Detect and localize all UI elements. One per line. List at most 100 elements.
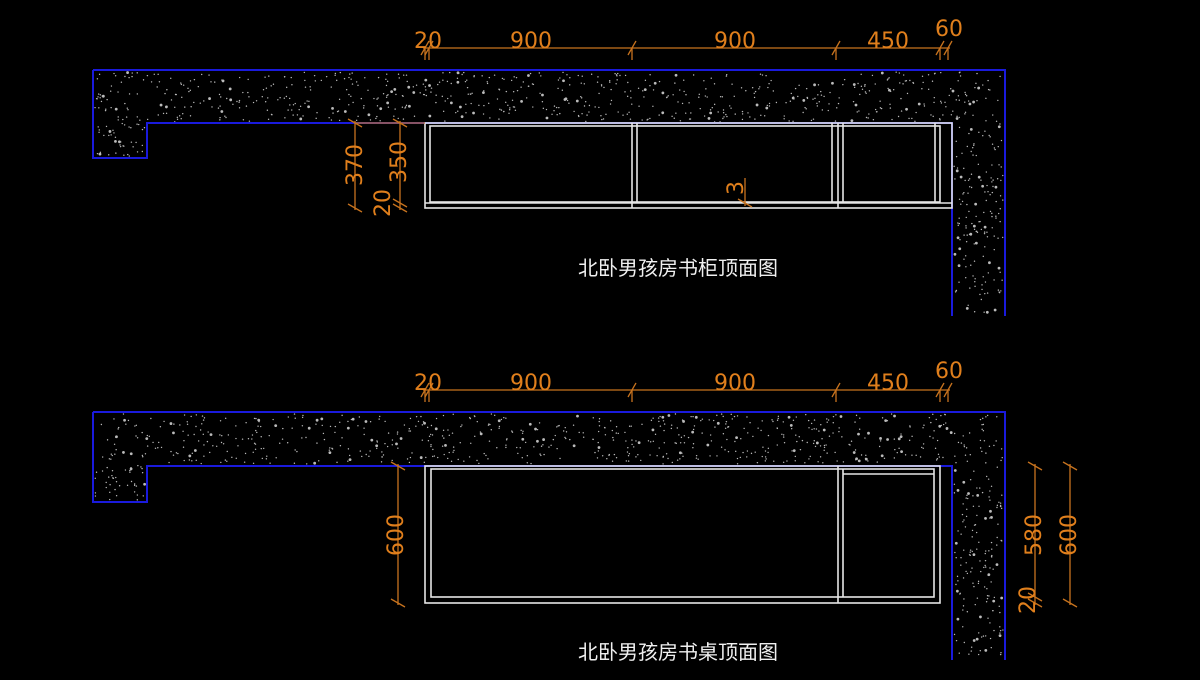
hatch-dot (305, 436, 307, 439)
hatch-dot (245, 422, 247, 424)
hatch-dot (135, 424, 138, 427)
hatch-dot (289, 104, 291, 106)
hatch-dot (566, 99, 569, 102)
hatch-dot (422, 83, 425, 85)
hatch-dot (184, 106, 186, 108)
hatch-dot (533, 446, 535, 448)
hatch-dot (751, 87, 754, 89)
hatch-dot (140, 466, 142, 468)
hatch-dot (390, 90, 394, 94)
hatch-dot (165, 112, 168, 115)
hatch-dot (955, 556, 957, 559)
hatch-dot (990, 541, 993, 544)
hatch-dot (658, 447, 660, 449)
hatch-dot (265, 458, 268, 460)
hatch-dot (521, 432, 524, 434)
hatch-dot (635, 456, 637, 458)
hatch-dot (816, 102, 818, 105)
hatch-dot (515, 76, 518, 79)
hatch-dot (103, 134, 105, 137)
hatch-dot (110, 134, 112, 136)
hatch-dot (978, 505, 980, 507)
hatch-dot (564, 426, 566, 429)
hatch-dot (971, 567, 973, 569)
hatch-dot (255, 417, 257, 420)
hatch-dot (649, 85, 651, 87)
hatch-dot (762, 446, 764, 448)
hatch-dot (516, 446, 518, 449)
hatch-dot (981, 424, 983, 426)
hatch-dot (189, 80, 192, 82)
hatch-dot (347, 420, 349, 423)
hatch-dot (775, 101, 778, 104)
hatch-dot (577, 114, 580, 117)
hatch-dot (115, 152, 117, 154)
hatch-dot (963, 598, 965, 600)
hatch-dot (849, 444, 851, 446)
hatch-dot (604, 434, 607, 436)
hatch-dot (967, 100, 970, 102)
hatch-dot (970, 646, 973, 648)
hatch-dot (818, 101, 820, 103)
hatch-dot (114, 136, 117, 138)
hatch-dot (386, 73, 388, 75)
hatch-dot (872, 119, 875, 121)
hatch-dot (897, 437, 901, 441)
hatch-dot (452, 451, 454, 453)
hatch-dot (229, 98, 233, 102)
hatch-dot (991, 554, 993, 557)
hatch-dot (852, 83, 856, 86)
hatch-dot (958, 72, 961, 74)
hatch-dot (128, 93, 131, 95)
hatch-dot (108, 134, 110, 137)
hatch-dot (408, 430, 410, 432)
hatch-dot (137, 464, 139, 467)
hatch-dot (974, 86, 976, 89)
hatch-dot (663, 423, 666, 425)
hatch-dot (580, 82, 582, 84)
hatch-dot (272, 418, 274, 421)
hatch-dot (811, 428, 813, 431)
hatch-dot (407, 85, 411, 89)
hatch-dot (733, 95, 735, 97)
hatch-dot (683, 90, 685, 93)
hatch-dot (615, 432, 618, 434)
hatch-dot (294, 449, 296, 451)
hatch-dot (921, 446, 923, 449)
hatch-dot (561, 89, 564, 91)
hatch-dot (663, 442, 665, 444)
hatch-dot (476, 420, 478, 423)
hatch-dot (125, 423, 127, 425)
hatch-dot (983, 232, 986, 235)
hatch-dot (99, 97, 101, 99)
hatch-dot (519, 447, 521, 449)
hatch-dot (739, 456, 742, 459)
hatch-dot (679, 120, 682, 122)
hatch-dot (999, 629, 1002, 632)
hatch-dot (611, 429, 614, 432)
hatch-dot (564, 436, 566, 439)
hatch-dot (376, 441, 379, 443)
hatch-dot (886, 79, 889, 81)
hatch-dot (997, 523, 999, 525)
hatch-dot (966, 508, 968, 511)
hatch-dot (146, 445, 149, 447)
hatch-dot (143, 127, 146, 129)
hatch-dot (105, 486, 107, 489)
hatch-dot (505, 444, 507, 446)
hatch-dot (984, 564, 986, 567)
hatch-dot (339, 421, 341, 423)
hatch-dot (1000, 290, 1002, 292)
hatch-dot (987, 617, 989, 619)
hatch-dot (865, 454, 867, 457)
hatch-dot (677, 101, 679, 103)
hatch-dot (723, 116, 725, 118)
hatch-dot (309, 89, 312, 91)
hatch-dot (957, 224, 959, 227)
hatch-dot (956, 115, 958, 118)
hatch-dot (962, 577, 965, 579)
hatch-dot (972, 639, 976, 642)
hatch-dot (817, 461, 819, 463)
hatch-dot (396, 433, 399, 435)
dim-label: 350 (387, 141, 412, 183)
